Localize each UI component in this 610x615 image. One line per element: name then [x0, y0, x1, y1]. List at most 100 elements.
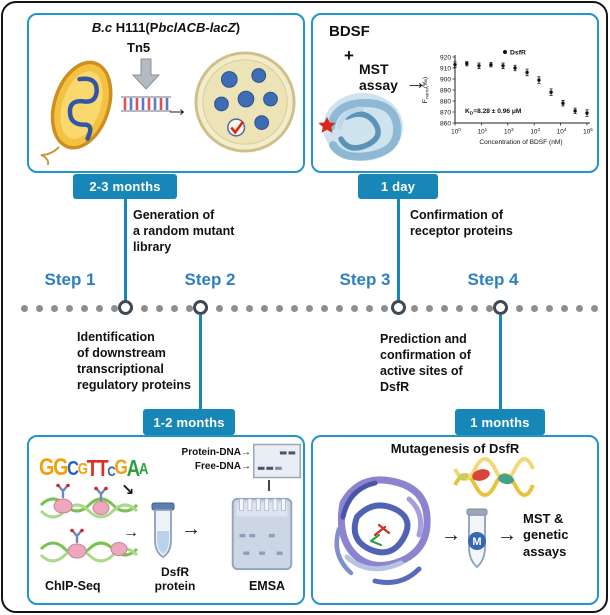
logo-letter: A	[126, 454, 141, 481]
species-name: B.c	[91, 20, 113, 35]
mutant-library-title: B.c H111(PbclACB-lacZ)	[91, 20, 241, 35]
petri-dish-icon	[194, 51, 296, 153]
dna-binding-domain-icon	[453, 457, 535, 497]
svg-text:100: 100	[451, 127, 461, 136]
chipseq-label: ChIP-Seq	[45, 579, 101, 593]
emsa-label: EMSA	[248, 579, 286, 593]
timeline-dot	[411, 305, 418, 312]
timeline-dot	[111, 305, 118, 312]
timeline-dot	[486, 305, 493, 312]
timeline-dot	[546, 305, 553, 312]
timeline-dot	[531, 305, 538, 312]
timeline-dot	[36, 305, 43, 312]
svg-text:920: 920	[440, 54, 451, 61]
tn5-insertion-icon	[121, 58, 171, 112]
duration-badge-library: 2-3 months	[73, 174, 177, 199]
step-3-label: Step 3	[339, 270, 391, 289]
timeline-dot	[591, 305, 598, 312]
arrow-right-icon: →	[405, 69, 427, 94]
timeline-dot	[276, 305, 283, 312]
receptor-protein-icon	[318, 93, 403, 161]
svg-text:104: 104	[557, 127, 567, 136]
arrow-right-icon: →	[241, 461, 251, 472]
arrow-right-icon: →	[165, 95, 189, 122]
bdsf-label: BDSF	[329, 23, 370, 40]
gene-name: bclACB-lacZ	[158, 20, 236, 35]
timeline-dot	[576, 305, 583, 312]
arrow-down-right-icon: ↘	[121, 482, 135, 499]
protein-structure-icon	[334, 476, 431, 585]
step-1-label: Step 1	[44, 270, 96, 289]
connector-line-3	[198, 315, 202, 423]
panel-mst-assay: BDSF + MST assay → 920 910 900 890 880 870 860…	[311, 13, 599, 173]
timeline-dot	[186, 305, 193, 312]
svg-text:101: 101	[478, 127, 488, 136]
free-dna-label: Free-DNA→	[194, 461, 251, 472]
mst-assay-label: MST assay	[359, 61, 398, 94]
mutant-tube-icon: M	[466, 508, 488, 569]
svg-text:900: 900	[440, 76, 451, 83]
svg-text:Concentration of BDSF (nM): Concentration of BDSF (nM)	[479, 139, 562, 146]
svg-text:102: 102	[504, 127, 514, 136]
svg-text:880: 880	[440, 98, 451, 105]
tube-m-label: M	[472, 536, 481, 548]
emsa-gel-icon	[231, 497, 293, 571]
timeline-marker-2	[192, 300, 208, 315]
svg-text:910: 910	[440, 65, 451, 72]
panel-mutant-library: B.c H111(PbclACB-lacZ) Tn5	[27, 13, 305, 173]
logo-letter: G	[53, 453, 68, 481]
logo-letter: T	[86, 454, 98, 481]
svg-text:870: 870	[440, 109, 451, 116]
annotation-prediction: Prediction and confirmation of active si…	[380, 332, 471, 394]
timeline-dot	[261, 305, 268, 312]
arrow-right-icon: →	[497, 524, 517, 546]
logo-letter: G	[39, 453, 54, 481]
tn5-label: Tn5	[127, 40, 151, 55]
logo-letter: G	[77, 461, 88, 479]
timeline-dot	[306, 305, 313, 312]
timeline-dot	[21, 305, 28, 312]
logo-letter: A	[139, 461, 148, 479]
timeline-dot	[471, 305, 478, 312]
dsfr-protein-label: DsfR protein	[154, 565, 196, 594]
svg-text:KD=8.28 ± 0.96 μM: KD=8.28 ± 0.96 μM	[465, 108, 522, 117]
arrow-right-icon: →	[181, 518, 201, 540]
timeline-dot	[366, 305, 373, 312]
plus-sign: +	[344, 46, 354, 65]
svg-text:DsfR: DsfR	[510, 50, 526, 57]
timeline-marker-4	[492, 300, 508, 315]
emsa-result-connector	[268, 480, 270, 491]
timeline-dot	[561, 305, 568, 312]
timeline-marker-3	[390, 300, 406, 315]
timeline-dot	[246, 305, 253, 312]
timeline-dot	[321, 305, 328, 312]
timeline-dot	[51, 305, 58, 312]
svg-text:890: 890	[440, 87, 451, 94]
timeline-dot	[456, 305, 463, 312]
svg-text:Fnorm(‰): Fnorm(‰)	[422, 77, 431, 103]
dsfr-protein-tube-icon	[151, 502, 175, 559]
timeline-dot	[426, 305, 433, 312]
annotation-identification: Identification of downstream transcripti…	[77, 330, 191, 392]
duration-badge-mutagenesis: 1 months	[455, 409, 545, 435]
timeline-dot	[291, 305, 298, 312]
panel-mutagenesis: Mutagenesis of DsfR →	[311, 435, 599, 605]
connector-line-4	[498, 315, 502, 423]
annotation-generation: Generation of a random mutant library	[133, 208, 235, 254]
assays-label: MST & genetic assays	[523, 511, 569, 559]
timeline-dot	[66, 305, 73, 312]
duration-badge-chipseq: 1-2 months	[143, 409, 235, 435]
active-site-green-sticks	[369, 533, 383, 547]
chipseq-illustration-icon	[39, 483, 139, 563]
protein-dna-label: Protein-DNA→	[181, 447, 251, 458]
step-2-label: Step 2	[184, 270, 236, 289]
timeline-dot	[156, 305, 163, 312]
timeline-dot	[381, 305, 388, 312]
svg-text:860: 860	[440, 120, 451, 127]
timeline-dot	[81, 305, 88, 312]
connector-line-1	[123, 199, 127, 301]
timeline-dot	[516, 305, 523, 312]
mutagenesis-title: Mutagenesis of DsfR	[390, 441, 520, 456]
svg-text:103: 103	[530, 127, 540, 136]
